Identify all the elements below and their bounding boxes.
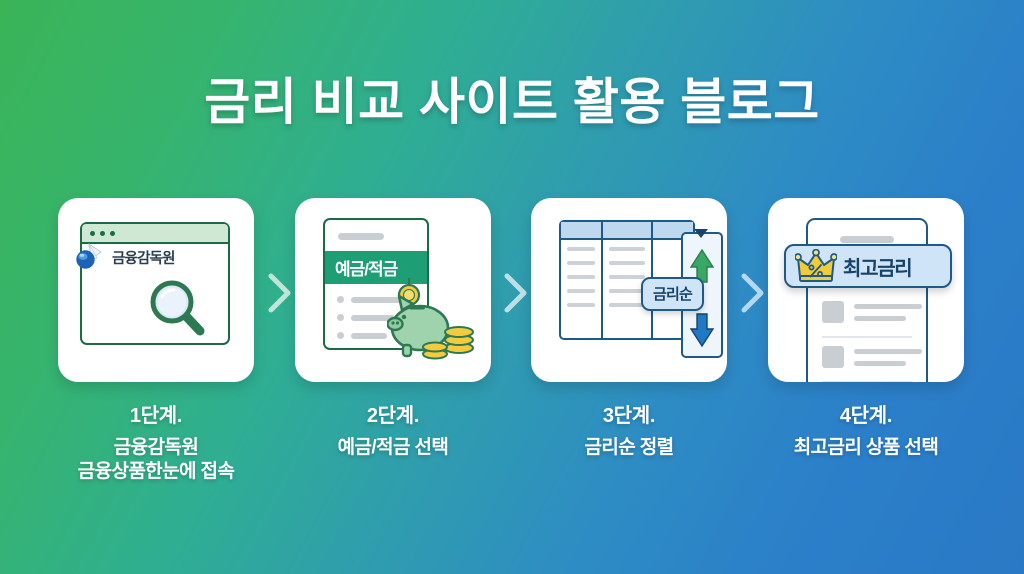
coin-stack-icon — [422, 326, 474, 360]
step-card-2[interactable]: 예금/적금 — [295, 198, 491, 460]
page-title: 금리 비교 사이트 활용 블로그 — [204, 74, 820, 130]
placeholder-line — [854, 316, 906, 321]
thumbnail-placeholder — [822, 345, 844, 368]
browser-titlebar — [82, 224, 228, 244]
step-4-caption: 4단계. 최고금리 상품 선택 — [768, 404, 964, 460]
table-row — [609, 303, 645, 307]
step-3-illustration: 금리순 — [531, 198, 727, 382]
list-item[interactable] — [822, 345, 926, 373]
doc-header-placeholder — [338, 233, 384, 240]
placeholder-line — [351, 314, 395, 321]
step-3-description: 금리순 정렬 — [584, 436, 674, 458]
table-row — [567, 303, 595, 307]
bullet-icon — [337, 314, 344, 321]
sort-badge-label: 금리순 — [653, 286, 693, 303]
table-header-cell — [603, 222, 651, 240]
screen-header-placeholder — [840, 236, 894, 243]
table-row — [567, 247, 595, 251]
bullet-icon — [337, 296, 344, 303]
table-row — [609, 289, 645, 293]
row-divider — [822, 336, 912, 338]
list-item — [337, 296, 427, 303]
table-column — [561, 222, 603, 338]
sort-badge[interactable]: 금리순 — [641, 277, 705, 311]
step-1-number: 1단계. — [129, 405, 183, 427]
magnifier-icon — [150, 280, 205, 336]
product-list-screen — [806, 218, 928, 382]
placeholder-line — [854, 348, 922, 354]
window-dot-icon — [90, 230, 95, 236]
fss-branding: 금융감독원 — [71, 240, 175, 274]
table-row — [567, 275, 595, 279]
placeholder-line — [854, 304, 922, 309]
step-1-description: 금융감독원 금융상품한눈에 접속 — [77, 436, 235, 482]
browser-window — [80, 222, 230, 345]
table-header-cell — [561, 222, 601, 240]
fss-logo-text: 금융감독원 — [112, 250, 175, 267]
fss-logo-icon — [76, 243, 102, 269]
step-2-number: 2단계. — [366, 405, 420, 427]
chevron-right-icon-2 — [504, 273, 527, 313]
placeholder-line — [854, 360, 906, 366]
list-item[interactable] — [822, 301, 926, 328]
caret-down-icon[interactable] — [692, 226, 710, 240]
steps-row: 금융감독원 1단계. 금융감독원 금융상품한눈에 접속 — [0, 198, 1024, 528]
table-rows — [603, 240, 651, 307]
step-2-caption: 2단계. 예금/적금 선택 — [295, 404, 491, 460]
step-4-number: 4단계. — [839, 405, 893, 427]
doc-row-list — [325, 296, 427, 339]
best-rate-badge[interactable]: 최고금리 — [784, 244, 952, 288]
item-text-lines — [854, 346, 922, 373]
chevron-right-icon-1 — [268, 273, 291, 313]
deposit-savings-label: 예금/적금 — [335, 260, 398, 279]
percent-icon — [808, 264, 823, 278]
item-text-lines — [854, 301, 922, 328]
step-3-caption: 3단계. 금리순 정렬 — [531, 404, 727, 460]
step-card-3[interactable]: 금리순 3단계. 금리순 정렬 — [531, 198, 727, 460]
placeholder-line — [351, 296, 405, 303]
table-row — [609, 275, 645, 279]
step-card-1[interactable]: 금융감독원 1단계. 금융감독원 금융상품한눈에 접속 — [58, 198, 254, 484]
table-row — [567, 261, 595, 265]
table-row — [609, 261, 645, 265]
crown-icon — [795, 249, 837, 282]
product-rows — [808, 301, 926, 382]
bullet-icon — [337, 332, 344, 339]
arrow-down-icon — [689, 313, 715, 348]
window-dot-icon — [110, 230, 115, 236]
step-3-number: 3단계. — [602, 405, 656, 427]
product-document: 예금/적금 — [323, 218, 429, 350]
chevron-right-icon-3 — [741, 273, 764, 313]
table-row — [567, 289, 595, 293]
step-4-illustration: 최고금리 — [768, 198, 964, 382]
window-dot-icon — [100, 230, 105, 236]
best-rate-label: 최고금리 — [843, 257, 913, 280]
placeholder-line — [351, 332, 387, 339]
list-item — [337, 314, 427, 321]
step-4-description: 최고금리 상품 선택 — [793, 436, 939, 458]
table-rows — [561, 240, 601, 307]
step-1-illustration: 금융감독원 — [58, 198, 254, 382]
list-item — [337, 332, 427, 339]
table-row — [609, 247, 645, 251]
step-card-4[interactable]: 최고금리 4단계. 최고금리 상품 선택 — [768, 198, 964, 460]
row-divider — [822, 380, 912, 382]
piggy-bank-icon — [387, 278, 474, 360]
step-2-illustration: 예금/적금 — [295, 198, 491, 382]
step-1-caption: 1단계. 금융감독원 금융상품한눈에 접속 — [58, 404, 254, 484]
thumbnail-placeholder — [822, 301, 844, 323]
step-2-description: 예금/적금 선택 — [337, 436, 449, 458]
